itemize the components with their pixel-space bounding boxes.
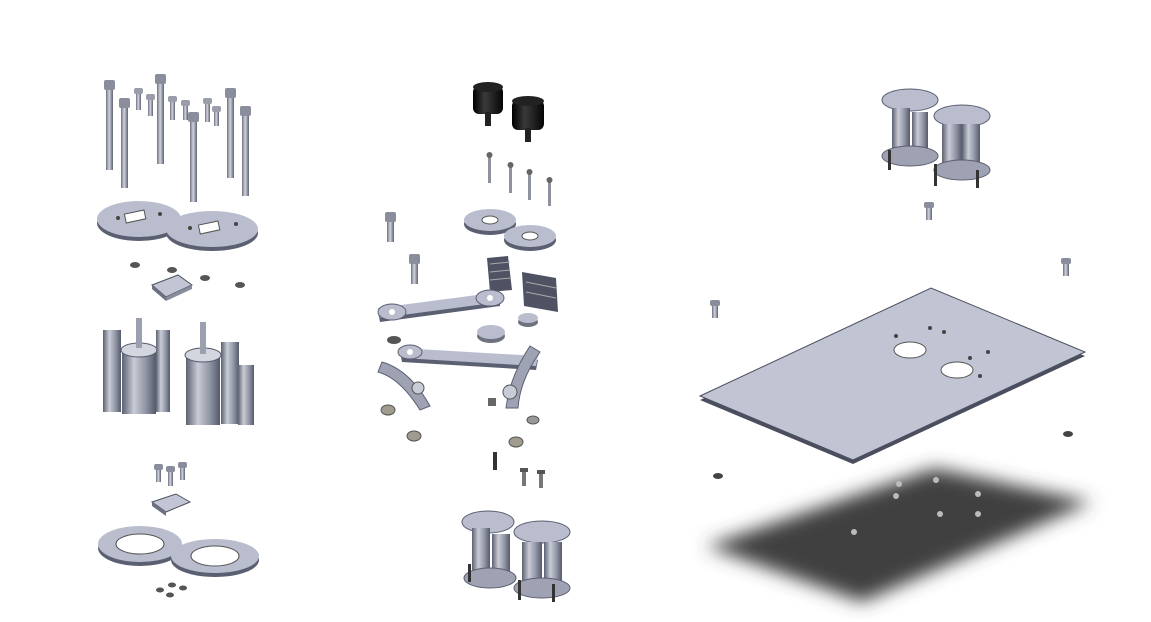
motor-subassembly <box>97 74 259 598</box>
top-figure8-plate <box>97 201 258 251</box>
gear-segments <box>487 256 558 312</box>
base-plate <box>698 287 1087 464</box>
bottom-figure8-plate <box>98 526 259 577</box>
lower-link-arm <box>397 344 538 370</box>
assembled-motor-unit-right <box>881 88 991 188</box>
linkage-subassembly <box>377 82 571 602</box>
rubber-feet <box>473 82 544 142</box>
small-bolts-cluster <box>154 462 187 486</box>
loose-nuts <box>713 431 1073 479</box>
short-screws <box>134 88 221 126</box>
motor-bracket-top <box>151 274 193 301</box>
bottom-screws <box>493 452 545 488</box>
spacer-hubs <box>387 313 538 344</box>
upper-link-arm <box>377 289 505 322</box>
base-plate-assembly <box>698 88 1092 602</box>
ground-shadow <box>706 468 1092 602</box>
bottom-nuts <box>156 582 187 598</box>
cap-screws-side <box>385 212 420 284</box>
small-washers-row <box>130 262 245 288</box>
gear-motors <box>103 318 254 425</box>
long-screws <box>104 74 251 202</box>
threaded-screws <box>486 152 553 206</box>
curved-crank-arms <box>377 345 541 411</box>
small-hardware <box>380 398 540 448</box>
motor-bracket-bottom <box>150 493 192 516</box>
assembled-motor-unit-middle <box>461 510 571 602</box>
hub-discs <box>464 209 556 251</box>
